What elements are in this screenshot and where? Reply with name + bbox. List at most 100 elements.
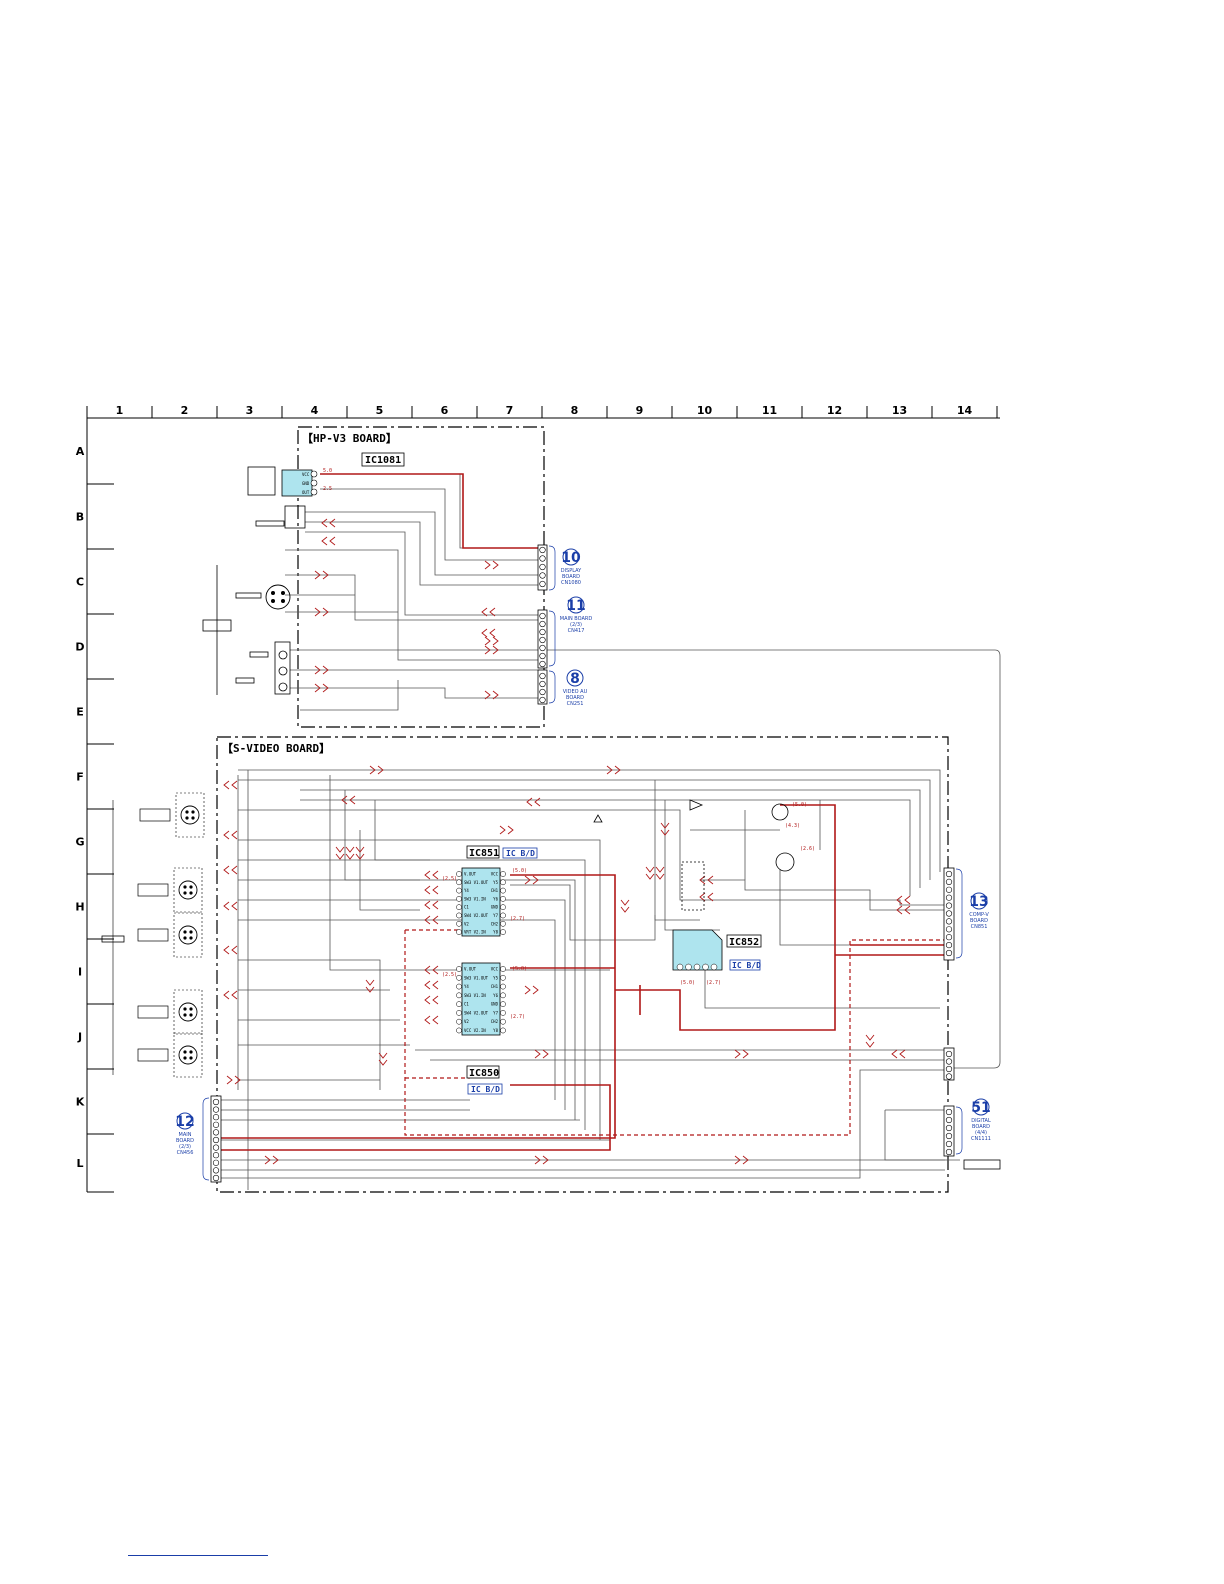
flow-arrow (896, 895, 911, 905)
connector-pin (945, 1124, 953, 1132)
svg-text:CN1080: CN1080 (561, 580, 581, 586)
ic-pin-label: C1 (464, 905, 469, 910)
connector-pin (945, 1073, 953, 1080)
svg-text:IC852: IC852 (729, 937, 759, 948)
flow-arrow (378, 1052, 388, 1066)
flow-arrow (369, 765, 384, 775)
connector-pin (539, 680, 546, 688)
svg-text:IC B/D: IC B/D (732, 961, 761, 970)
column-label-11: 11 (762, 404, 777, 417)
svg-text:(2/3): (2/3) (570, 622, 582, 628)
ic-pin-label: SW4 V2.OUT (464, 1010, 489, 1015)
ic-pin (456, 974, 462, 981)
flow-arrow (365, 979, 375, 993)
svg-text:IC851: IC851 (469, 848, 499, 859)
column-label-1: 1 (116, 404, 124, 417)
ic1081-label-box (361, 452, 405, 467)
ic-pin-label: CH1 (491, 984, 499, 989)
flow-arrow (620, 899, 630, 913)
ic-pin (500, 887, 506, 894)
transistors (593, 799, 795, 911)
ic-pin-label: Y5 (493, 975, 498, 980)
power-traces (217, 473, 945, 1151)
svg-text:(5.0): (5.0) (680, 980, 695, 986)
connector-pin (945, 934, 953, 941)
row-label-F: F (76, 771, 84, 784)
hp-v3-board-label: 【HP-V3 BOARD】 (302, 432, 397, 445)
flow-arrow (223, 901, 238, 911)
jack-label-4 (249, 651, 269, 658)
connector-pin (539, 688, 546, 696)
flow-arrow (524, 985, 539, 995)
svg-text:CN851: CN851 (971, 924, 988, 930)
connector-pin (539, 546, 546, 554)
flow-arrow (424, 915, 439, 925)
flow-arrow (314, 607, 329, 617)
flow-arrow (345, 846, 355, 860)
svg-text:DISPLAY: DISPLAY (561, 568, 582, 574)
s-video-jack (137, 1032, 203, 1078)
ic-pin-label: Y8 (493, 930, 498, 935)
svg-text:VIDEO AU: VIDEO AU (563, 689, 588, 695)
svg-text:BOARD: BOARD (970, 918, 988, 924)
flow-arrow (223, 990, 238, 1000)
flow-arrow (226, 1075, 241, 1085)
flow-arrow (865, 1034, 875, 1048)
flow-arrow (499, 825, 514, 835)
s-video-board-outline (216, 736, 949, 1193)
svg-text:BOARD: BOARD (972, 1124, 990, 1130)
ic-pin (710, 963, 718, 971)
flow-arrow (734, 1049, 749, 1059)
connector-pin (539, 660, 546, 668)
flow-arrow (526, 797, 541, 807)
signal-flow-arrows (223, 518, 911, 1165)
svg-text:CN251: CN251 (567, 701, 584, 707)
svg-text:(2/3): (2/3) (179, 1144, 191, 1150)
svg-text:12: 12 (175, 1114, 194, 1130)
column-label-9: 9 (636, 404, 644, 417)
flow-arrow (424, 1015, 439, 1025)
flow-arrow (314, 665, 329, 675)
hp-v3-board-outline (297, 426, 545, 728)
flow-arrow (524, 875, 539, 885)
ic-pin-label: SW3 V1.IN (464, 896, 486, 901)
ic-pin-label: GND (491, 1002, 499, 1007)
connector-pin (212, 1106, 220, 1113)
dashed-power-traces (404, 929, 945, 1136)
connector-12-block: 12 MAIN BOARD (2/3) CN456 (175, 1095, 222, 1183)
flow-arrow (481, 607, 496, 617)
ic-pin (500, 1010, 506, 1016)
flow-arrow (223, 830, 238, 840)
ic-pin (456, 920, 462, 927)
connector-right-small (943, 1047, 955, 1081)
connector-pin (539, 555, 546, 562)
connector-pin (212, 1152, 220, 1159)
flow-arrow (424, 980, 439, 990)
connector-pin (539, 620, 546, 628)
flow-arrow (484, 560, 499, 570)
s-video-board-label: 【S-VIDEO BOARD】 (222, 742, 330, 755)
s-video-jacks (137, 792, 205, 1078)
footer-link-underline (128, 1555, 268, 1556)
jack-label-5 (235, 677, 255, 684)
ic-pin (456, 1018, 462, 1025)
row-label-K: K (76, 1096, 85, 1109)
column-label-2: 2 (181, 404, 189, 417)
ic-pin-label: V.OUT (464, 872, 477, 877)
connector-10-block: 10 DISPLAY BOARD CN1080 (537, 544, 582, 591)
ic-pin (500, 1027, 506, 1034)
ic-pin (500, 871, 506, 877)
ic-pin (456, 966, 462, 972)
ic-pin (500, 929, 506, 935)
svg-text:(4/4): (4/4) (975, 1130, 987, 1136)
svg-text:(2.5): (2.5) (442, 972, 457, 978)
connector-pin (945, 910, 953, 917)
flow-arrow (335, 846, 345, 860)
ic-pin (702, 963, 709, 971)
q-volt-3: (2.6) (800, 846, 815, 852)
flow-arrow (341, 795, 356, 805)
connector-pin (945, 1132, 953, 1140)
flow-arrow (264, 1155, 279, 1165)
svg-text:VCC: VCC (302, 472, 310, 477)
